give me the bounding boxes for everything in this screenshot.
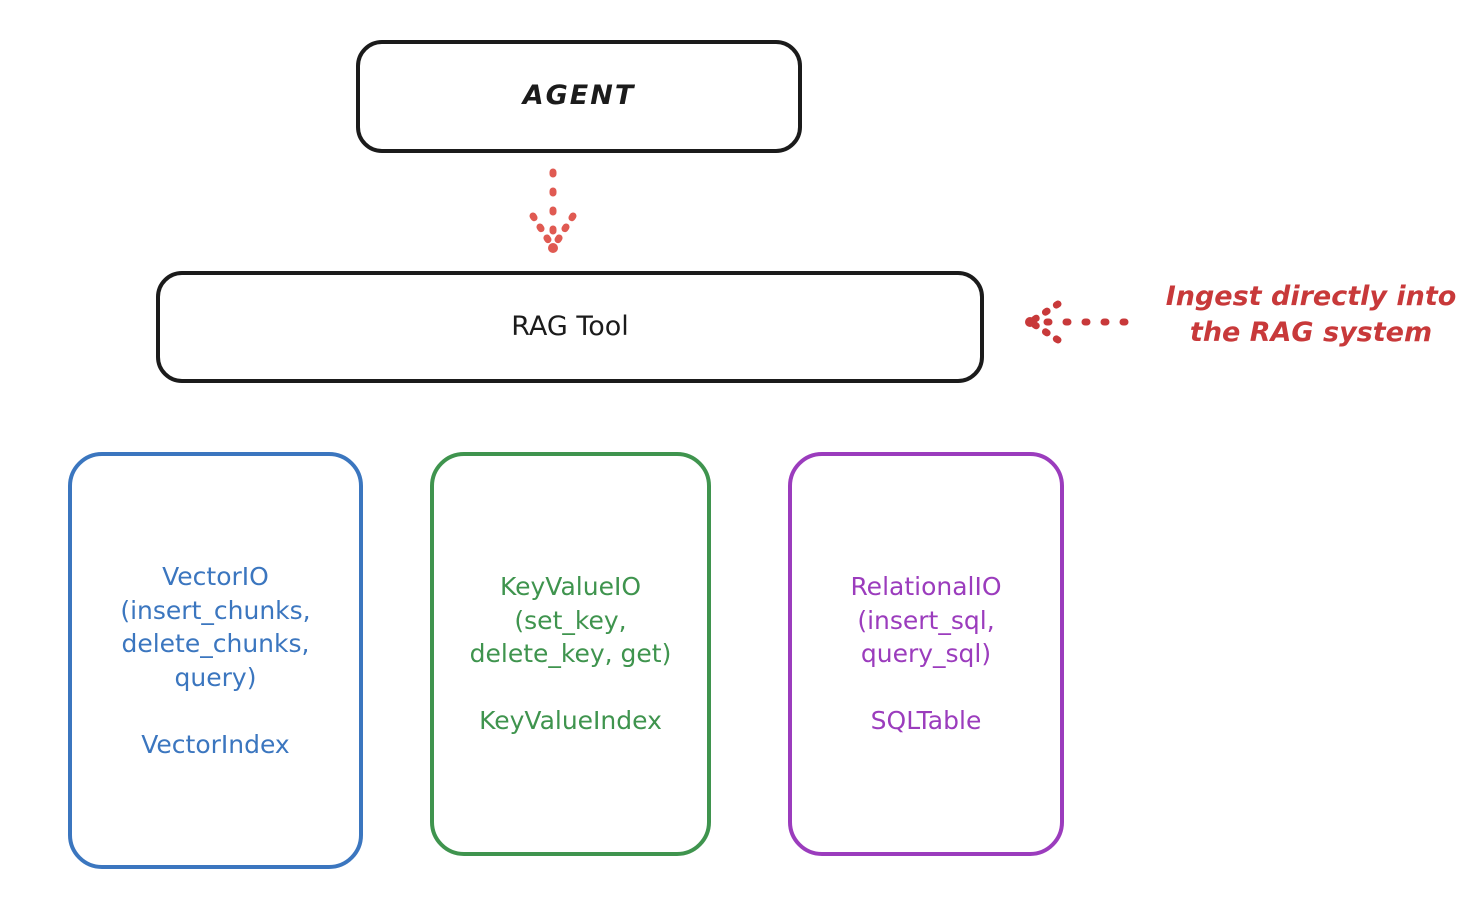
relational-io-node[interactable]: RelationalIO (insert_sql, query_sql) SQL… <box>788 452 1064 856</box>
key-value-io-node[interactable]: KeyValueIO (set_key, delete_key, get) Ke… <box>430 452 711 856</box>
agent-to-rag-tool-arrow-icon <box>529 168 577 253</box>
ingest-to-rag-tool-arrow-icon <box>1025 300 1129 344</box>
rag-tool-node[interactable]: RAG Tool <box>156 271 984 383</box>
key-value-io-node-label: KeyValueIO (set_key, delete_key, get) Ke… <box>469 572 672 736</box>
rag-tool-node-label: RAG Tool <box>511 310 629 342</box>
vector-io-node-label: VectorIO (insert_chunks, delete_chunks, … <box>120 562 311 759</box>
vector-io-node[interactable]: VectorIO (insert_chunks, delete_chunks, … <box>68 452 363 869</box>
agent-node[interactable]: AGENT <box>356 40 802 153</box>
ingest-annotation-label: Ingest directly into the RAG system <box>1165 281 1457 348</box>
agent-node-label: AGENT <box>522 80 636 112</box>
relational-io-node-label: RelationalIO (insert_sql, query_sql) SQL… <box>850 572 1002 736</box>
